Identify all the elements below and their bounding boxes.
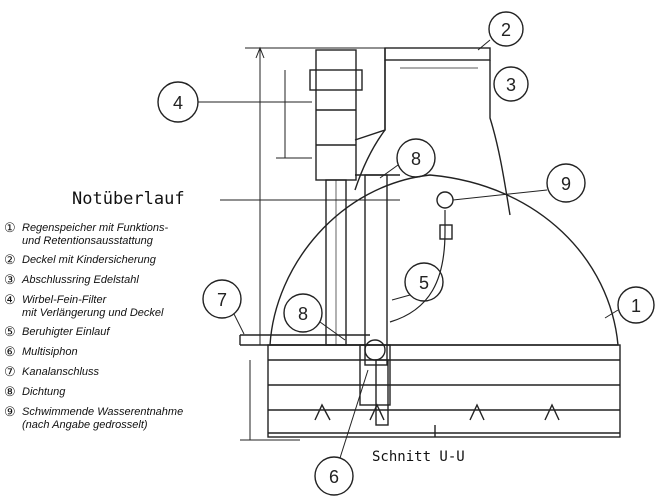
legend-num: ③ bbox=[4, 273, 16, 288]
callout-6 bbox=[314, 456, 354, 496]
lid bbox=[384, 47, 491, 61]
intake-hose bbox=[389, 210, 446, 323]
callout-7-label: 7 bbox=[217, 290, 227, 310]
shaft-right-wall bbox=[489, 60, 511, 216]
callout-5 bbox=[404, 262, 444, 302]
legend-item: ⑥ Multisiphon bbox=[4, 346, 234, 360]
tank-dome bbox=[269, 174, 619, 346]
legend-item: ⑧ Dichtung bbox=[4, 386, 234, 400]
legend-text: Multisiphon bbox=[22, 346, 78, 358]
legend-num: ⑥ bbox=[4, 345, 16, 360]
legend-text: Regenspeicher mit Funktions- und Retenti… bbox=[22, 222, 169, 247]
legend-text: Wirbel-Fein-Filter mit Verlängerung und … bbox=[22, 294, 164, 319]
float-ball bbox=[436, 191, 454, 209]
legend-num: ⑨ bbox=[4, 405, 16, 420]
legend-item: ① Regenspeicher mit Funktions- und Retent… bbox=[4, 222, 234, 248]
legend-num: ④ bbox=[4, 293, 16, 308]
callout-2 bbox=[488, 11, 524, 47]
callout-2-label: 2 bbox=[501, 20, 511, 40]
legend-item: ④ Wirbel-Fein-Filter mit Verlängerung und… bbox=[4, 294, 234, 320]
legend-item: ⑨ Schwimmende Wasserentnahme (nach Angabe… bbox=[4, 406, 234, 432]
tank-base bbox=[267, 344, 621, 438]
callout-9-label: 9 bbox=[561, 174, 571, 194]
callout-8-top bbox=[396, 138, 436, 178]
legend-text: Beruhigter Einlauf bbox=[22, 326, 110, 338]
legend-num: ⑦ bbox=[4, 365, 16, 380]
callout-8-bottom-label: 8 bbox=[298, 304, 308, 324]
callout-4-label: 4 bbox=[173, 93, 183, 113]
overflow-pipe bbox=[364, 174, 388, 366]
callout-6-label: 6 bbox=[329, 467, 339, 487]
callout-1 bbox=[617, 286, 655, 324]
callout-1-label: 1 bbox=[631, 296, 641, 316]
legend-num: ① bbox=[4, 221, 16, 236]
legend-item: ⑦ Kanalanschluss bbox=[4, 366, 234, 380]
callout-8-bottom bbox=[283, 293, 323, 333]
multisiphon bbox=[359, 344, 391, 406]
legend-item: ③ Abschlussring Edelstahl bbox=[4, 274, 234, 288]
legend-text: Schwimmende Wasserentnahme (nach Angabe … bbox=[22, 406, 184, 431]
notueberlauf-label: Notüberlauf bbox=[72, 189, 185, 209]
callout-9 bbox=[546, 163, 586, 203]
legend-num: ② bbox=[4, 253, 16, 268]
legend-text: Kanalanschluss bbox=[22, 366, 100, 378]
legend-item: ② Deckel mit Kindersicherung bbox=[4, 254, 234, 268]
legend-text: Deckel mit Kindersicherung bbox=[22, 254, 156, 266]
section-label: Schnitt U-U bbox=[372, 449, 465, 465]
callout-8-top-label: 8 bbox=[411, 149, 421, 169]
legend-text: Dichtung bbox=[22, 386, 66, 398]
legend-item: ⑤ Beruhigter Einlauf bbox=[4, 326, 234, 340]
legend-text: Abschlussring Edelstahl bbox=[22, 274, 139, 286]
legend-num: ⑧ bbox=[4, 385, 16, 400]
callout-3-label: 3 bbox=[506, 75, 516, 95]
legend: ① Regenspeicher mit Funktions- und Retent… bbox=[4, 222, 234, 438]
callout-5-label: 5 bbox=[419, 273, 429, 293]
callout-7 bbox=[202, 279, 242, 319]
callout-3 bbox=[493, 66, 529, 102]
legend-num: ⑤ bbox=[4, 325, 16, 340]
